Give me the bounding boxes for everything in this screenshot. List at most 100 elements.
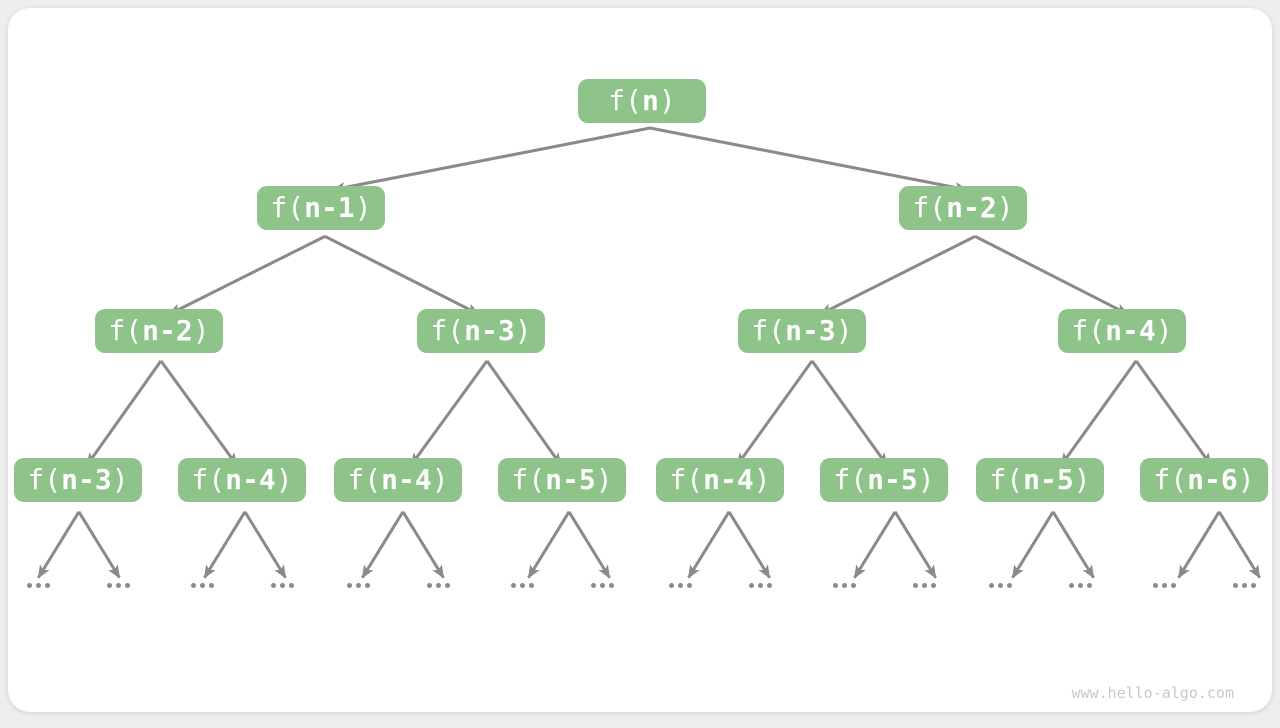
tree-edge (85, 360, 163, 467)
tree-edge (1059, 360, 1138, 467)
tree-edge (974, 235, 1129, 316)
tree-node: f(n) (578, 79, 706, 123)
ellipsis-dot (912, 582, 918, 588)
tree-edge (203, 511, 247, 579)
ellipsis-dot (106, 582, 112, 588)
ellipsis-dot (930, 582, 936, 588)
tree-edge (361, 511, 405, 579)
tree-node: f(n-4) (1058, 309, 1186, 353)
tree-edge (735, 360, 814, 467)
ellipsis-dot (1006, 582, 1012, 588)
node-label-arg: n-3 (61, 463, 112, 496)
node-label-suffix: ) (753, 463, 771, 496)
tree-edge (1217, 511, 1261, 579)
node-label-suffix: ) (658, 84, 676, 117)
watermark: www.hello-algo.com (1071, 684, 1234, 702)
ellipsis-dot (608, 582, 614, 588)
ellipsis-dot (510, 582, 516, 588)
ellipsis-dot (668, 582, 674, 588)
node-label-suffix: ) (917, 463, 935, 496)
node-label-suffix: ) (275, 463, 293, 496)
node-label-arg: n-2 (946, 191, 997, 224)
ellipsis-dot (190, 582, 196, 588)
tree-node: f(n-3) (738, 309, 866, 353)
tree-edge (1177, 511, 1221, 579)
node-label-suffix: ) (835, 314, 853, 347)
ellipsis-dot (208, 582, 214, 588)
node-label-prefix: f( (989, 463, 1024, 496)
ellipsis-dot (26, 582, 32, 588)
ellipsis-dot (921, 582, 927, 588)
ellipsis-leaf (988, 582, 1012, 588)
tree-edge (527, 511, 571, 579)
tree-node: f(n-4) (656, 458, 784, 502)
ellipsis-dot (1152, 582, 1158, 588)
node-label-prefix: f( (1153, 463, 1188, 496)
node-label-prefix: f( (1071, 314, 1106, 347)
ellipsis-dot (279, 582, 285, 588)
node-label-prefix: f( (669, 463, 704, 496)
ellipsis-dot (766, 582, 772, 588)
ellipsis-dot (757, 582, 763, 588)
tree-edge (159, 360, 239, 467)
ellipsis-leaf (912, 582, 936, 588)
ellipsis-dot (1250, 582, 1256, 588)
tree-node: f(n-2) (899, 186, 1027, 230)
ellipsis-dot (435, 582, 441, 588)
ellipsis-dot (841, 582, 847, 588)
ellipsis-dot (1161, 582, 1167, 588)
ellipsis-dot (1077, 582, 1083, 588)
tree-edge (649, 126, 968, 193)
node-label-prefix: f( (347, 463, 382, 496)
ellipsis-dot (590, 582, 596, 588)
node-label-arg: n-4 (703, 463, 754, 496)
node-label-arg: n-4 (225, 463, 276, 496)
tree-edge (168, 234, 326, 316)
tree-edge (401, 511, 445, 579)
node-label-prefix: f( (108, 314, 143, 347)
ellipsis-leaf (346, 582, 370, 588)
node-label-suffix: ) (1073, 463, 1091, 496)
node-label-arg: n-4 (381, 463, 432, 496)
ellipsis-leaf (190, 582, 214, 588)
tree-node: f(n-5) (976, 458, 1104, 502)
tree-edge (37, 511, 81, 579)
node-label-prefix: f( (833, 463, 868, 496)
ellipsis-dot (686, 582, 692, 588)
ellipsis-dot (599, 582, 605, 588)
ellipsis-dot (528, 582, 534, 588)
tree-node: f(n-5) (820, 458, 948, 502)
tree-edge (77, 511, 121, 579)
node-label-suffix: ) (996, 191, 1014, 224)
ellipsis-leaf (590, 582, 614, 588)
node-label-arg: n-5 (867, 463, 918, 496)
ellipsis-dot (850, 582, 856, 588)
tree-edge (853, 511, 897, 579)
node-label-arg: n-3 (785, 314, 836, 347)
ellipsis-dot (988, 582, 994, 588)
ellipsis-dot (115, 582, 121, 588)
tree-edge (567, 511, 611, 579)
tree-node: f(n-1) (257, 186, 385, 230)
node-label-suffix: ) (595, 463, 613, 496)
node-label-arg: n-2 (142, 314, 193, 347)
node-label-suffix: ) (431, 463, 449, 496)
tree-edge (485, 360, 563, 467)
node-label-prefix: f( (912, 191, 947, 224)
ellipsis-leaf (270, 582, 294, 588)
ellipsis-leaf (1152, 582, 1176, 588)
tree-node: f(n-4) (178, 458, 306, 502)
ellipsis-leaf (832, 582, 856, 588)
ellipsis-dot (124, 582, 130, 588)
tree-node: f(n-5) (498, 458, 626, 502)
ellipsis-dot (444, 582, 450, 588)
node-label-suffix: ) (1237, 463, 1255, 496)
ellipsis-dot (426, 582, 432, 588)
ellipsis-leaf (426, 582, 450, 588)
node-label-suffix: ) (354, 191, 372, 224)
ellipsis-dot (997, 582, 1003, 588)
ellipsis-dot (364, 582, 370, 588)
ellipsis-leaf (1068, 582, 1092, 588)
ellipsis-dot (677, 582, 683, 588)
node-label-arg: n-5 (545, 463, 596, 496)
